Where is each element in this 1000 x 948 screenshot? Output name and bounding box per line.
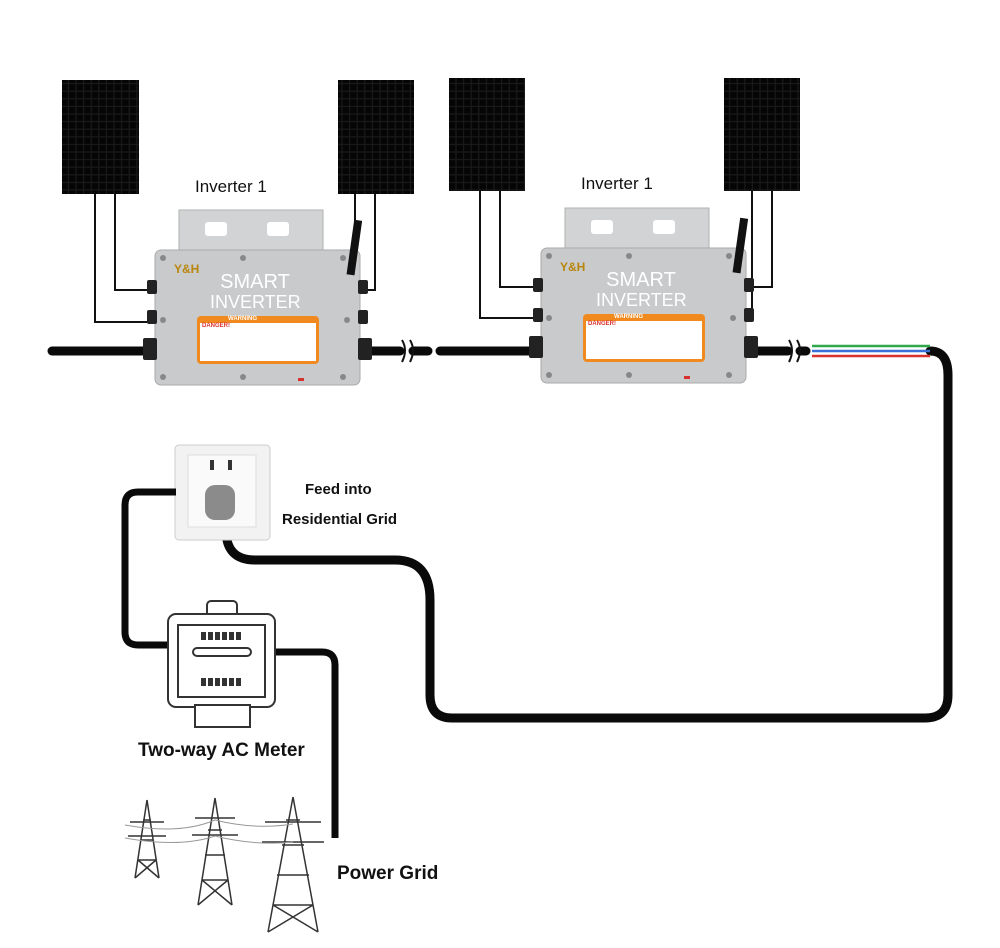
colored-wires	[812, 344, 930, 358]
inverter-1-warning: WARNING	[228, 316, 257, 322]
title-line: INVERTER	[596, 290, 687, 310]
meter-wires	[121, 488, 339, 838]
cable-break-icon	[401, 339, 801, 363]
solar-panel	[62, 80, 139, 194]
inverter-2-label: Inverter 1	[581, 174, 653, 193]
solar-panel	[449, 78, 525, 191]
wall-socket	[174, 444, 271, 541]
title-line: INVERTER	[210, 292, 301, 312]
power-grid-label: Power Grid	[337, 863, 439, 884]
inverter-1-brand: Y&H	[174, 262, 200, 276]
inverter-1-label: Inverter 1	[195, 177, 267, 196]
inverter-2-danger: DANGER!	[588, 321, 616, 327]
socket-label-line1: Feed into	[305, 481, 372, 498]
inverter-2-warning: WARNING	[614, 314, 643, 320]
power-tower-icon	[124, 796, 324, 933]
socket-label-line2: Residential Grid	[282, 511, 398, 528]
inverter-2-brand: Y&H	[560, 260, 586, 274]
ac-cable	[47, 346, 953, 723]
title-line: SMART	[606, 269, 676, 291]
meter-label: Two-way AC Meter	[138, 740, 305, 761]
meter-icon	[167, 600, 276, 728]
title-line: SMART	[220, 271, 290, 293]
inverter-1-danger: DANGER!	[202, 323, 230, 329]
solar-panel	[338, 80, 414, 194]
solar-panel	[724, 78, 800, 191]
